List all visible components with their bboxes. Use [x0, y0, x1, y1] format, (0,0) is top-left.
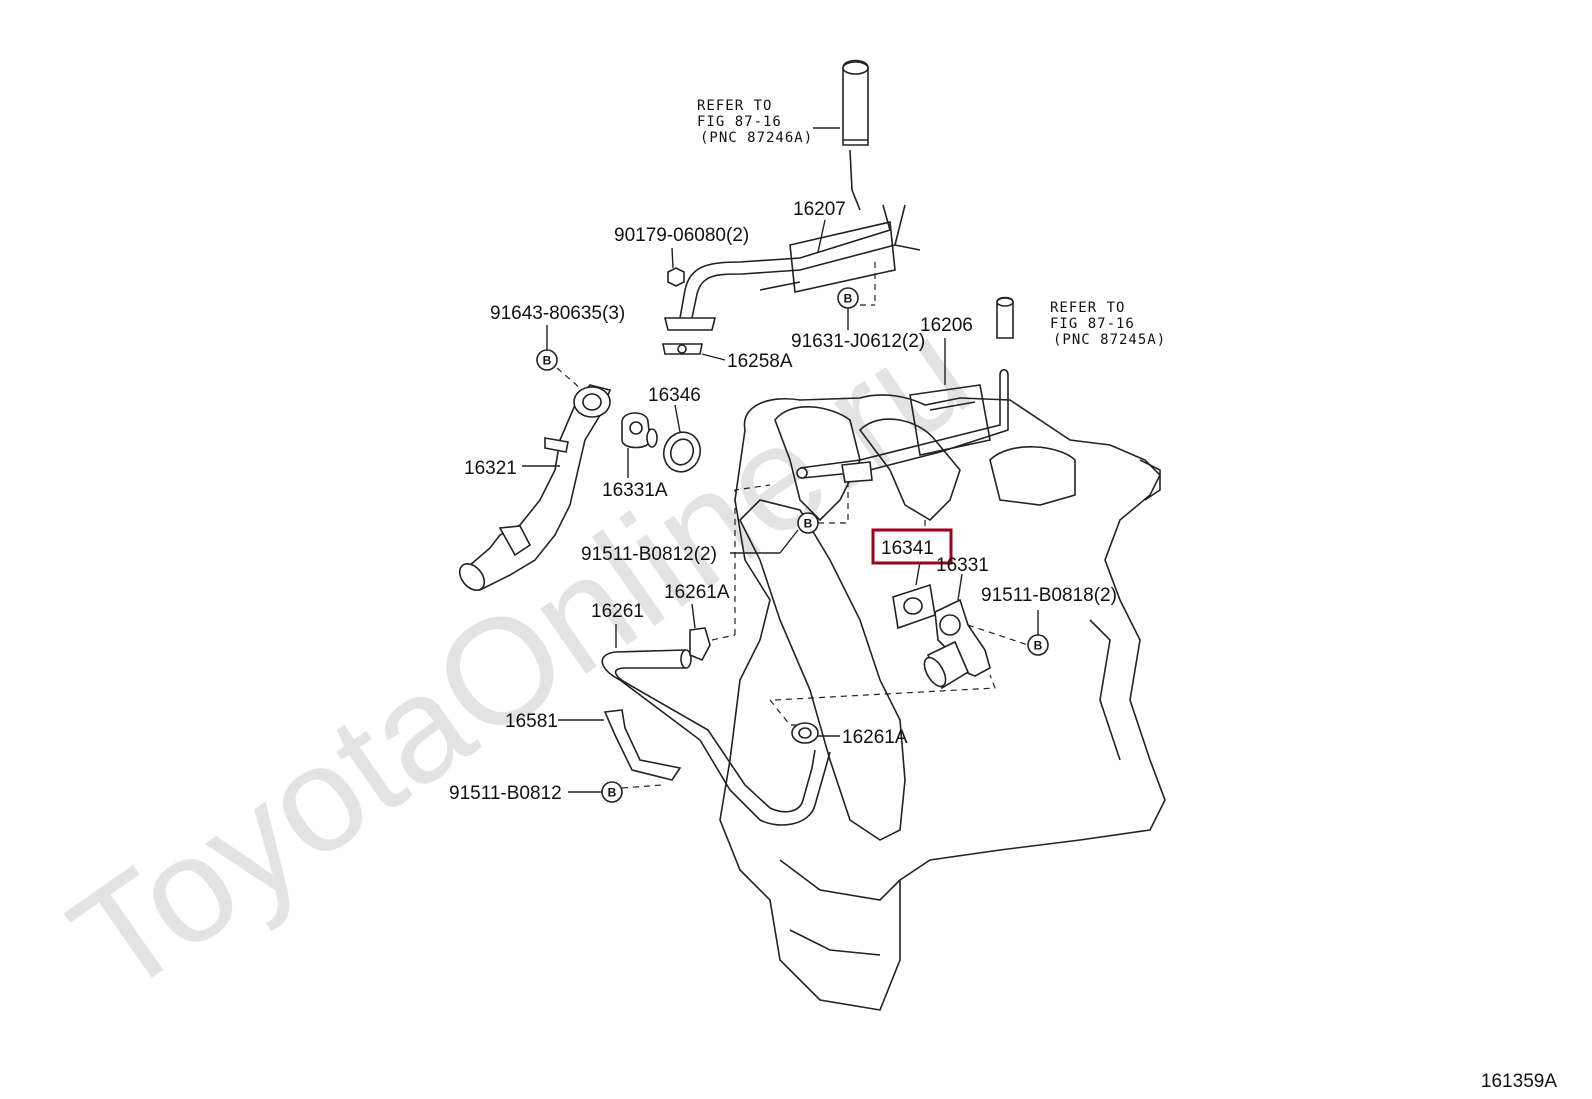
part-16261a-clamp-lower: [791, 722, 819, 744]
svg-text:FIG 87-16: FIG 87-16: [697, 114, 782, 130]
svg-text:B: B: [608, 786, 617, 800]
part-16581-bracket: [603, 709, 682, 781]
part-16207-pipe: [663, 204, 921, 331]
leader-lines: [522, 127, 1039, 793]
figure-code: 161359A: [1481, 1071, 1557, 1092]
part-16206-pipe: [796, 368, 1009, 483]
label-91511-b0812[interactable]: 91511-B0812: [449, 783, 562, 804]
label-16206[interactable]: 16206: [920, 315, 973, 336]
part-16261-hose: [601, 649, 831, 826]
svg-text:B: B: [844, 292, 853, 306]
watermark: ToyotaOnline.ru: [42, 286, 999, 1026]
part-16346-ring: [662, 431, 702, 473]
svg-text:(PNC 87245A): (PNC 87245A): [1053, 332, 1166, 348]
part-16321-outlet: [458, 384, 612, 591]
ref-note-87245a: REFER TO FIG 87-16 (PNC 87245A): [1050, 300, 1166, 348]
highlight-box-16341: [871, 528, 953, 565]
label-16261a-upper[interactable]: 16261A: [664, 582, 730, 603]
label-91631-j0612[interactable]: 91631-J0612(2): [791, 331, 925, 352]
part-top-hose: [842, 59, 869, 211]
label-16331a[interactable]: 16331A: [602, 480, 668, 501]
svg-text:REFER TO: REFER TO: [1050, 300, 1125, 316]
label-16331[interactable]: 16331: [936, 555, 989, 576]
ref-note-87246a: REFER TO FIG 87-16 (PNC 87246A): [697, 98, 813, 146]
label-16258a[interactable]: 16258A: [727, 351, 793, 372]
label-16261[interactable]: 16261: [591, 601, 644, 622]
svg-text:(PNC 87246A): (PNC 87246A): [700, 130, 813, 146]
bolt-symbol-3: B: [797, 512, 819, 534]
label-91511-b0818-2[interactable]: 91511-B0818(2): [981, 585, 1117, 606]
part-16258a-gasket: [662, 343, 703, 355]
bolt-symbol-2: B: [536, 349, 558, 371]
label-16261a-lower[interactable]: 16261A: [842, 727, 908, 748]
label-91643-80635[interactable]: 91643-80635(3): [490, 303, 625, 324]
bolt-symbol-5: B: [601, 781, 623, 803]
label-16321[interactable]: 16321: [464, 458, 517, 479]
label-16346[interactable]: 16346: [648, 385, 701, 406]
label-16341[interactable]: 16341: [881, 538, 934, 559]
engine-block: [719, 394, 1166, 1011]
label-90179-06080[interactable]: 90179-06080(2): [614, 225, 749, 246]
part-right-hose: [996, 296, 1014, 339]
part-16341-gasket: [892, 583, 936, 630]
svg-text:REFER TO: REFER TO: [697, 98, 772, 114]
label-16581[interactable]: 16581: [505, 711, 558, 732]
label-91511-b0812-2[interactable]: 91511-B0812(2): [581, 544, 717, 565]
part-16331-housing: [923, 598, 991, 690]
svg-text:B: B: [1034, 639, 1043, 653]
bolt-symbol-4: B: [1027, 634, 1049, 656]
svg-text:FIG 87-16: FIG 87-16: [1050, 316, 1135, 332]
label-16207[interactable]: 16207: [793, 199, 846, 220]
part-90179-nut: [667, 267, 685, 287]
bolt-symbol-1: B: [837, 287, 859, 309]
svg-text:B: B: [543, 354, 552, 368]
svg-text:B: B: [804, 517, 813, 531]
part-16331a-thermostat: [621, 412, 658, 449]
part-16261a-clamp-upper: [689, 627, 711, 662]
